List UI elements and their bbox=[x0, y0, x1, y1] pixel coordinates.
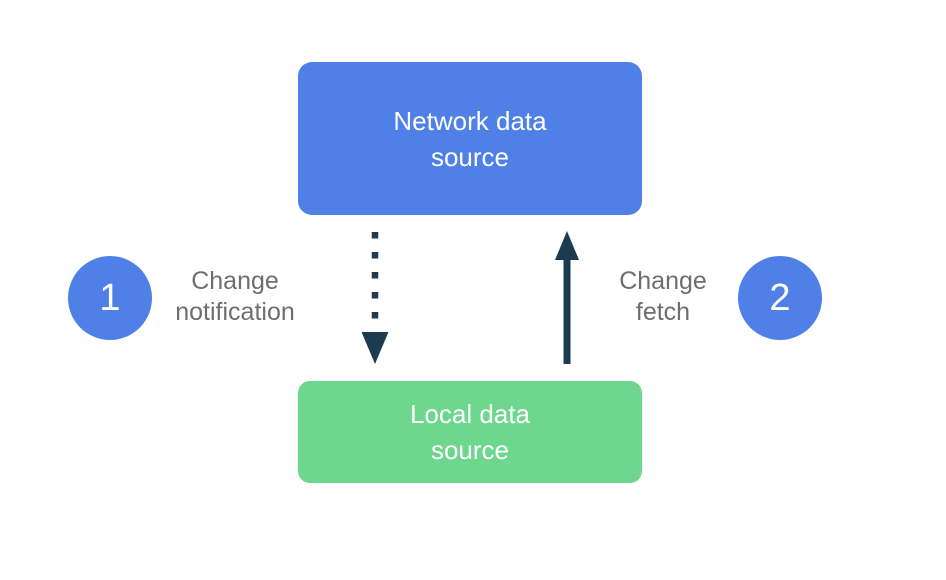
step-2-number: 2 bbox=[769, 276, 791, 319]
step-1-badge: 1 bbox=[68, 256, 152, 340]
change-fetch-arrowhead-icon bbox=[555, 231, 579, 260]
local-data-source-label: Local data source bbox=[410, 399, 530, 465]
change-notification-arrow bbox=[361, 232, 389, 364]
change-notification-arrowhead-icon bbox=[361, 332, 389, 364]
step-2-label: Change fetch bbox=[619, 267, 707, 326]
step-2-badge: 2 bbox=[738, 256, 822, 340]
network-data-source-node: Network data source bbox=[298, 62, 642, 215]
step-1-number: 1 bbox=[99, 276, 121, 319]
local-data-source-node: Local data source bbox=[298, 381, 642, 483]
network-data-source-label: Network data source bbox=[393, 105, 547, 172]
step-1-label: Change notification bbox=[175, 267, 295, 326]
